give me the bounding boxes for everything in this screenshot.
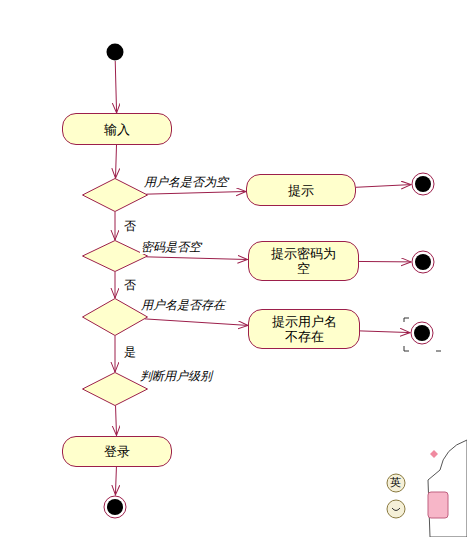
diamond-outline (83, 299, 148, 336)
flow-connector (360, 331, 410, 333)
ime-icon (387, 474, 405, 492)
final-dot (415, 176, 431, 192)
decision-diamond-shape (82, 372, 148, 406)
initial-dot (107, 44, 124, 61)
edge-label: 密码是否空 (140, 240, 202, 254)
ime-icon (387, 500, 405, 518)
activity-box: 提示密码为空 (248, 241, 359, 281)
final-node-shape (411, 172, 435, 196)
flow-connector (359, 261, 412, 262)
initial-node (106, 43, 124, 61)
activity-box: 输入 (62, 113, 172, 145)
mascot-sticker (428, 492, 448, 518)
edge-label: 否 (123, 278, 137, 292)
diamond-outline (83, 179, 148, 212)
decision-diamond (82, 298, 148, 336)
final-node-shape (103, 495, 127, 519)
decision-diamond-shape (82, 240, 148, 272)
initial-node-shape (106, 43, 124, 61)
edge-label: 是 (123, 345, 137, 359)
ime-label: 英 (390, 476, 401, 489)
flow-connector (115, 336, 116, 372)
final-node (411, 250, 435, 274)
final-node (410, 321, 434, 345)
decision-diamond-shape (82, 178, 148, 212)
flow-connector (145, 319, 248, 326)
final-dot (415, 254, 431, 270)
final-ring (411, 322, 433, 344)
final-dot (107, 499, 123, 515)
activity-text: 输入 (104, 122, 130, 137)
final-ring (412, 251, 434, 273)
activity-text: 提示用户名不存在 (268, 314, 340, 344)
final-node (103, 495, 127, 519)
selection-mark (404, 318, 409, 322)
diamond-outline (83, 373, 148, 406)
flow-connector (115, 406, 117, 436)
flow-connector (146, 191, 246, 194)
flow-connector (115, 212, 116, 240)
activity-text: 提示密码为空 (267, 246, 339, 276)
flow-connector (146, 257, 247, 260)
selection-mark (404, 346, 409, 351)
final-node-shape (410, 321, 434, 345)
diamond-outline (83, 241, 148, 272)
decision-diamond: 判断用户级别 (82, 372, 148, 406)
edge-label: 用户名是否存在 (140, 298, 226, 312)
flow-connector (116, 145, 117, 178)
activity-box: 提示用户名不存在 (248, 309, 360, 349)
mascot-heart (430, 450, 438, 458)
flow-connector (115, 61, 116, 113)
activity-box: 登录 (62, 436, 172, 467)
activity-text: 登录 (104, 444, 130, 459)
decision-diamond-shape (82, 298, 148, 336)
edge-label: 用户名是否为空 (143, 175, 229, 189)
selection-mark (436, 351, 441, 352)
decision-diamond (82, 240, 148, 272)
final-dot (414, 325, 430, 341)
flow-connector (115, 272, 116, 298)
edge-label: 否 (123, 219, 137, 233)
ime-icon-face (392, 508, 400, 511)
mascot-sticker (428, 440, 467, 537)
final-ring (104, 496, 126, 518)
flow-connector (356, 185, 411, 188)
activity-box: 提示 (246, 174, 356, 206)
decision-diamond (82, 178, 148, 212)
final-node-shape (411, 250, 435, 274)
final-ring (412, 173, 434, 195)
final-node (411, 172, 435, 196)
condition-text: 判断用户级别 (140, 369, 212, 383)
flow-connector (115, 467, 116, 496)
activity-text: 提示 (288, 183, 314, 198)
